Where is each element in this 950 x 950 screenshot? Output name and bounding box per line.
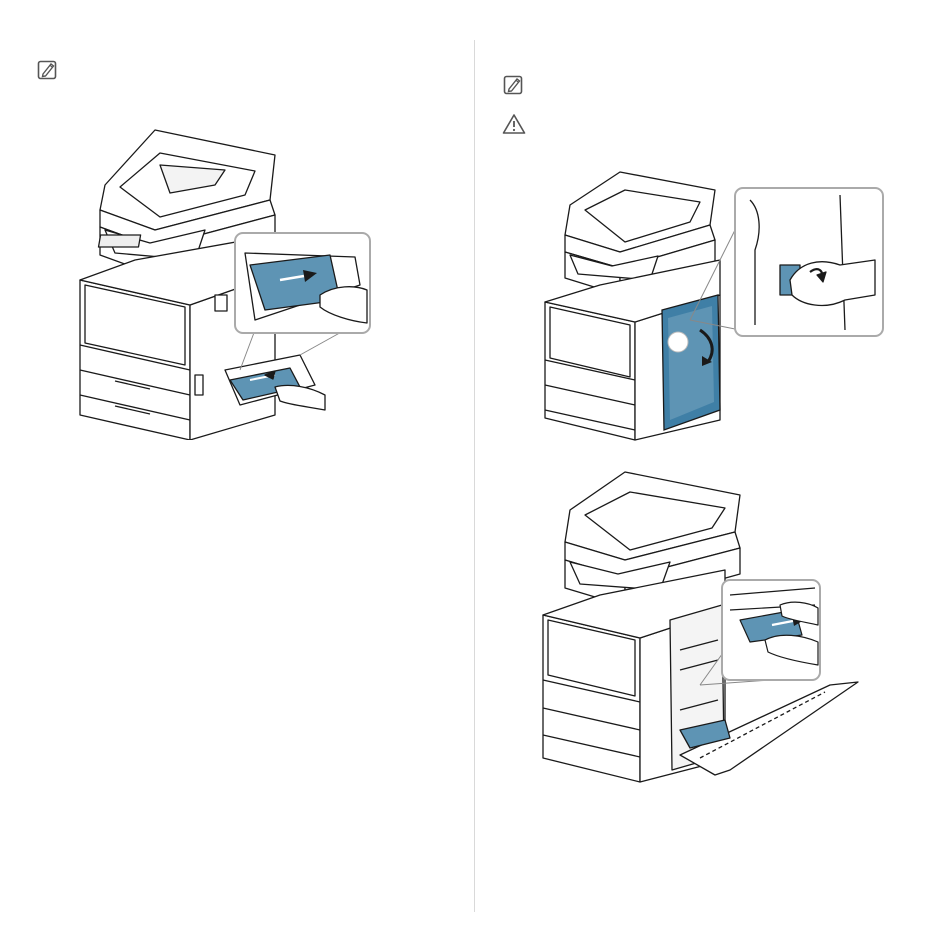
mp-tray-jam-illustration (75, 125, 375, 440)
caution-triangle-icon (502, 113, 526, 135)
note-icon (37, 60, 59, 80)
right-door-jam-removal-illustration (540, 470, 870, 785)
right-door-open-illustration (540, 170, 890, 445)
column-divider (474, 40, 475, 912)
note-icon (503, 75, 525, 95)
